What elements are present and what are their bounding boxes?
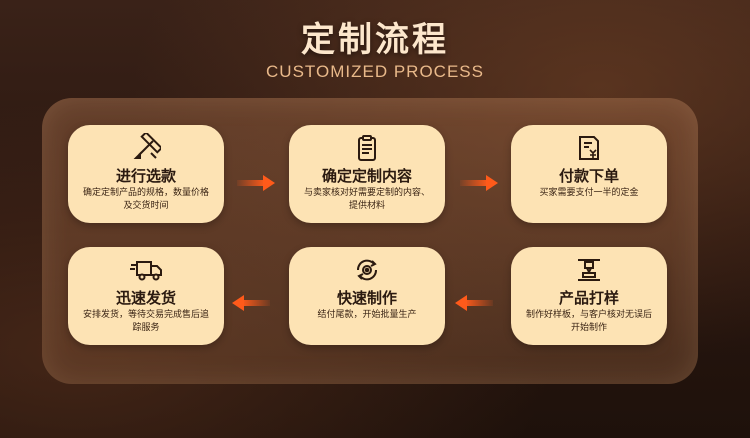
step-name: 迅速发货: [115, 289, 176, 307]
printer-3d-icon: [511, 255, 667, 285]
step-name: 进行选款: [115, 167, 176, 185]
step-card-pay-order: 付款下单 买家需要支付一半的定金: [511, 125, 667, 223]
step-desc: 确定定制产品的规格，数量价格及交货时间: [82, 188, 209, 211]
delivery-truck-icon: [68, 255, 224, 285]
step-card-select-style: 进行选款 确定定制产品的规格，数量价格及交货时间: [68, 125, 224, 223]
arrow-left-icon: [232, 295, 270, 311]
step-card-sample: 产品打样 制作好样板，与客户核对无误后开始制作: [511, 247, 667, 345]
arrow-left-icon: [455, 295, 493, 311]
step-desc: 买家需要支付一半的定金: [539, 188, 639, 198]
step-name: 付款下单: [558, 167, 619, 185]
step-card-confirm-content: 确定定制内容 与卖家核对好需要定制的内容、提供材料: [289, 125, 445, 223]
page-subtitle: CUSTOMIZED PROCESS: [266, 62, 484, 81]
step-desc: 结付尾款，开始批量生产: [317, 310, 417, 320]
page-title: 定制流程: [301, 20, 449, 60]
step-name: 快速制作: [336, 289, 397, 307]
step-card-fast-production: 快速制作 结付尾款，开始批量生产: [289, 247, 445, 345]
step-desc: 制作好样板，与客户核对无误后开始制作: [525, 310, 652, 333]
step-name: 产品打样: [558, 289, 619, 307]
arrow-right-icon: [237, 175, 275, 191]
pencil-ruler-icon: [68, 133, 224, 163]
invoice-yen-icon: [511, 133, 667, 163]
step-desc: 安排发货，等待交易完成售后追踪服务: [82, 310, 209, 333]
gear-cycle-icon: [289, 255, 445, 285]
clipboard-icon: [289, 133, 445, 163]
arrow-right-icon: [460, 175, 498, 191]
step-desc: 与卖家核对好需要定制的内容、提供材料: [303, 188, 430, 211]
step-name: 确定定制内容: [321, 167, 412, 185]
step-card-ship: 迅速发货 安排发货，等待交易完成售后追踪服务: [68, 247, 224, 345]
